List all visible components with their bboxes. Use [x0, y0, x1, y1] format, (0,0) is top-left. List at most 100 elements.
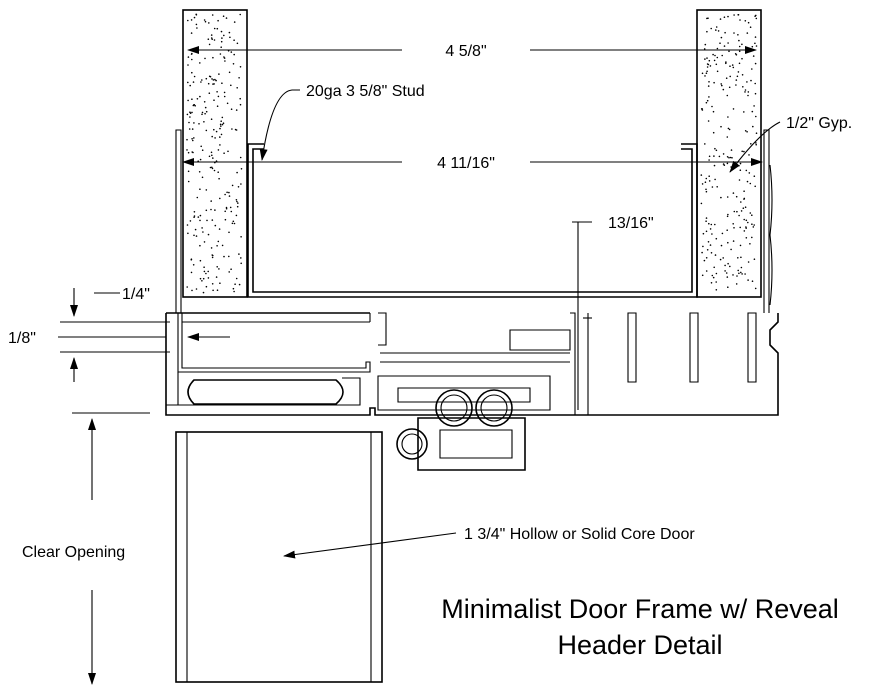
stipple-dot: [711, 105, 713, 108]
stipple-dot: [212, 289, 214, 292]
stipple-dot: [715, 272, 718, 275]
stipple-dot: [742, 86, 744, 88]
stipple-dot: [210, 200, 212, 202]
door-callout-label: 1 3/4" Hollow or Solid Core Door: [464, 526, 695, 543]
stipple-dot: [190, 259, 193, 261]
stipple-dot: [735, 283, 738, 285]
stipple-dot: [207, 277, 210, 279]
stipple-dot: [735, 195, 738, 198]
clear-opening-label: Clear Opening: [22, 544, 125, 561]
stipple-dot: [743, 111, 745, 113]
stipple-dot: [708, 81, 710, 83]
stipple-dot: [205, 189, 208, 191]
stipple-dot: [704, 43, 707, 46]
frame-outer-return: [175, 129, 773, 313]
stipple-dot: [193, 215, 196, 217]
stipple-dot: [755, 115, 757, 118]
stipple-dot: [739, 244, 742, 247]
stipple-dot: [219, 127, 221, 130]
stipple-dot: [705, 188, 707, 191]
stipple-dot: [741, 74, 744, 76]
stipple-dot: [217, 240, 220, 243]
stipple-dot: [722, 153, 725, 155]
stipple-dot: [186, 149, 188, 151]
stipple-dot: [705, 230, 708, 233]
stipple-dot: [200, 81, 202, 83]
stipple-dot: [201, 227, 203, 229]
stipple-dot: [211, 78, 213, 80]
stipple-dot: [198, 171, 201, 173]
stipple-dot: [750, 79, 752, 82]
stipple-dot: [727, 116, 729, 118]
stipple-dot: [706, 57, 708, 59]
gyp-callout-label: 1/2" Gyp.: [786, 115, 852, 132]
stipple-dot: [227, 150, 229, 153]
stipple-dot: [711, 233, 713, 235]
stipple-dot: [715, 289, 718, 291]
stipple-dot: [706, 70, 708, 73]
stipple-dot: [190, 32, 193, 34]
stipple-dot: [231, 184, 234, 187]
stipple-dot: [720, 244, 723, 247]
stipple-dot: [205, 272, 207, 275]
stipple-dot: [225, 17, 228, 19]
stipple-dot: [743, 230, 746, 232]
stipple-dot: [715, 281, 717, 283]
stipple-dot: [708, 96, 710, 98]
stipple-dot: [225, 206, 228, 209]
stipple-dot: [754, 92, 757, 95]
stipple-dot: [213, 39, 216, 41]
stipple-dot: [194, 228, 197, 231]
stipple-dot: [189, 84, 191, 87]
stipple-dot: [188, 128, 191, 130]
stipple-dot: [736, 210, 738, 213]
stipple-dot: [226, 191, 228, 194]
stipple-dot: [737, 257, 739, 259]
stipple-dot: [754, 62, 757, 65]
stipple-dot: [751, 280, 754, 283]
stipple-dot: [728, 156, 730, 159]
stipple-dot: [238, 283, 241, 286]
stipple-dot: [208, 22, 210, 24]
stipple-dot: [726, 215, 729, 218]
stipple-dot: [191, 58, 193, 61]
stipple-dot: [223, 34, 225, 37]
stipple-dot: [706, 249, 709, 251]
stipple-dot: [741, 150, 743, 153]
stipple-dot: [738, 179, 741, 181]
stipple-dot: [726, 136, 729, 138]
stipple-dot: [713, 59, 716, 62]
stipple-dot: [228, 231, 230, 234]
stipple-dot: [744, 89, 747, 91]
stipple-dot: [219, 136, 221, 138]
stipple-dot: [205, 77, 208, 80]
stipple-dot: [214, 78, 216, 81]
stipple-dot: [725, 77, 728, 79]
dim-clear-opening: [72, 412, 150, 685]
stipple-dot: [744, 273, 746, 275]
stipple-dot: [704, 58, 706, 60]
stipple-dot: [740, 271, 742, 274]
stipple-dot: [720, 83, 722, 85]
stipple-dot: [744, 130, 747, 132]
stipple-dot: [749, 26, 752, 29]
stipple-dot: [747, 261, 750, 263]
stipple-dot: [217, 149, 220, 151]
stipple-dot: [747, 94, 749, 97]
stipple-dot: [714, 223, 716, 226]
stipple-dot: [187, 64, 189, 66]
stipple-dot: [186, 113, 189, 116]
stipple-dot: [729, 65, 731, 67]
stipple-dot: [221, 244, 224, 247]
door-stop-insert: [396, 417, 526, 471]
dim-quarter-label: 1/4": [122, 286, 150, 303]
stipple-dot: [218, 228, 221, 230]
stipple-dot: [730, 166, 732, 168]
stipple-dot: [199, 277, 202, 280]
stipple-dot: [223, 152, 225, 154]
stipple-dot: [233, 222, 236, 225]
stipple-dot: [214, 209, 216, 211]
stipple-dot: [727, 286, 729, 289]
stipple-dot: [711, 274, 714, 277]
stipple-dot: [733, 210, 736, 213]
